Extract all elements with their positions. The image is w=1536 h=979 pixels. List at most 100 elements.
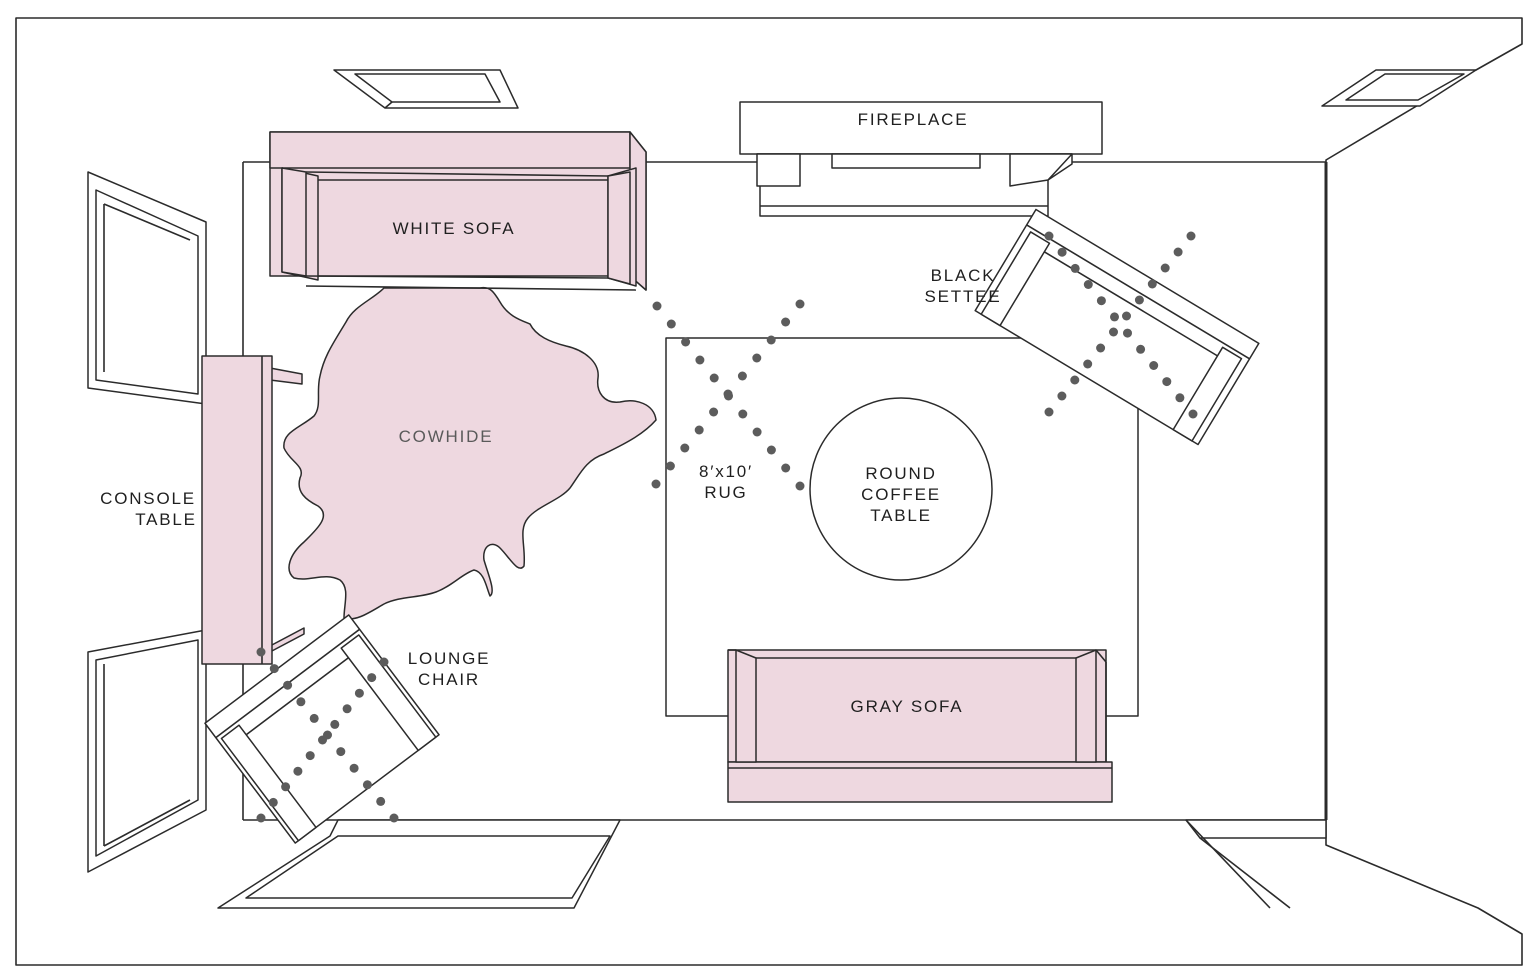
x-mark-dot (354, 688, 364, 698)
x-mark-dot (694, 425, 704, 435)
black-settee-label-line2: SETTEE (925, 287, 1002, 306)
x-mark-dot (1057, 391, 1067, 401)
gray-sofa: GRAY SOFA (727, 649, 1113, 803)
lounge-chair-label: LOUNGE CHAIR (408, 649, 491, 689)
x-mark-dot (296, 697, 306, 707)
x-mark-dot (781, 317, 791, 327)
x-mark-dot (1160, 263, 1170, 273)
x-mark-dot (752, 427, 762, 437)
x-mark-dot (738, 409, 748, 419)
gray-sofa-label: GRAY SOFA (851, 697, 964, 716)
cowhide-label: COWHIDE (399, 427, 494, 446)
x-mark-dot (1057, 247, 1067, 257)
x-mark-dot (269, 664, 279, 674)
x-mark-dot (1147, 279, 1157, 289)
x-mark-dot (318, 735, 327, 745)
x-mark-dot (1175, 393, 1185, 403)
x-mark-dot (666, 319, 676, 329)
x-mark-dot (1070, 375, 1080, 385)
coffee-table-label-line1: ROUND (865, 464, 936, 483)
x-mark-dot (681, 337, 691, 347)
x-mark-dot (652, 301, 662, 311)
x-mark-dot (256, 813, 266, 823)
x-mark-dot (1188, 409, 1198, 419)
x-mark-dot (1044, 407, 1054, 417)
x-mark-dot (1134, 295, 1144, 305)
fireplace: FIREPLACE (739, 101, 1103, 217)
round-coffee-table: ROUND COFFEE TABLE (809, 397, 993, 581)
x-mark-dot (1186, 231, 1196, 241)
x-mark-dot (795, 299, 805, 309)
x-mark-dot (1173, 247, 1183, 257)
fireplace-label: FIREPLACE (858, 110, 969, 129)
rug-label: 8′x10′ RUG (699, 462, 753, 502)
doorway-right (1185, 819, 1327, 909)
x-mark-dot (752, 353, 762, 363)
x-mark-dot (389, 813, 399, 823)
x-mark-dot (723, 389, 733, 399)
white-sofa: WHITE SOFA (269, 131, 647, 291)
removal-x-marks (256, 231, 1198, 823)
white-sofa-label: WHITE SOFA (393, 219, 516, 238)
x-mark-dot (362, 780, 372, 790)
x-mark-dot (336, 747, 346, 757)
x-mark-dot (651, 479, 661, 489)
x-mark-dot (766, 335, 776, 345)
x-mark-dot (680, 443, 690, 453)
lounge-chair (204, 614, 440, 844)
x-mark-dot (1162, 377, 1172, 387)
x-mark-dot (309, 713, 319, 723)
x-mark-dot (1096, 296, 1106, 306)
x-mark-dot (1149, 361, 1159, 370)
lounge-chair-label-line2: CHAIR (418, 670, 480, 689)
x-mark-dot (766, 445, 776, 455)
doorway-left (217, 819, 621, 909)
console-table-label-line2: TABLE (135, 510, 197, 529)
black-settee-label-line1: BLACK (931, 266, 996, 285)
x-mark-dot (268, 797, 278, 807)
x-mark-dot (1044, 231, 1054, 241)
coffee-table-label-line3: TABLE (870, 506, 932, 525)
x-mark-dot (1083, 359, 1093, 369)
x-mark-dot (342, 704, 352, 714)
x-mark-dot (281, 782, 291, 792)
black-settee-label: BLACK SETTEE (925, 266, 1002, 306)
console-table: CONSOLE TABLE (100, 355, 305, 665)
x-mark-dot (1136, 344, 1146, 354)
window-upper-left (87, 171, 207, 405)
x-mark-dot (349, 763, 359, 773)
x-mark-dot (1083, 280, 1093, 289)
window-lower-left (87, 629, 207, 873)
x-mark-dot (293, 766, 303, 776)
x-mark-dot (1109, 327, 1118, 337)
cowhide-rug: COWHIDE (283, 286, 657, 620)
x-mark-dot (695, 355, 705, 365)
x-mark-dot (709, 373, 719, 383)
x-mark-dot (305, 751, 315, 761)
x-mark-dot (1096, 343, 1106, 353)
x-mark-dot (330, 719, 340, 729)
x-mark-dot (795, 481, 805, 491)
x-mark-dot (1110, 312, 1119, 322)
x-mark-dot (1122, 311, 1131, 321)
x-mark-dot (256, 647, 266, 657)
x-mark-dot (665, 461, 675, 471)
x-mark-dot (367, 673, 377, 683)
x-mark-dot (737, 371, 747, 381)
ceiling-vent-left (333, 69, 519, 109)
x-mark-dot (376, 796, 386, 806)
x-mark-dot (283, 680, 293, 690)
x-mark-dot (1123, 328, 1132, 338)
rug-label-line2: RUG (704, 483, 747, 502)
lounge-chair-label-line1: LOUNGE (408, 649, 491, 668)
ceiling-vent-right (1321, 69, 1477, 107)
x-mark-dot (709, 407, 719, 417)
rug-label-line1: 8′x10′ (699, 462, 753, 481)
console-table-label-line1: CONSOLE (100, 489, 196, 508)
black-settee (974, 208, 1260, 446)
coffee-table-label-line2: COFFEE (861, 485, 941, 504)
x-mark-dot (379, 657, 389, 667)
x-mark-dot (781, 463, 791, 473)
x-mark-dot (1070, 263, 1080, 273)
